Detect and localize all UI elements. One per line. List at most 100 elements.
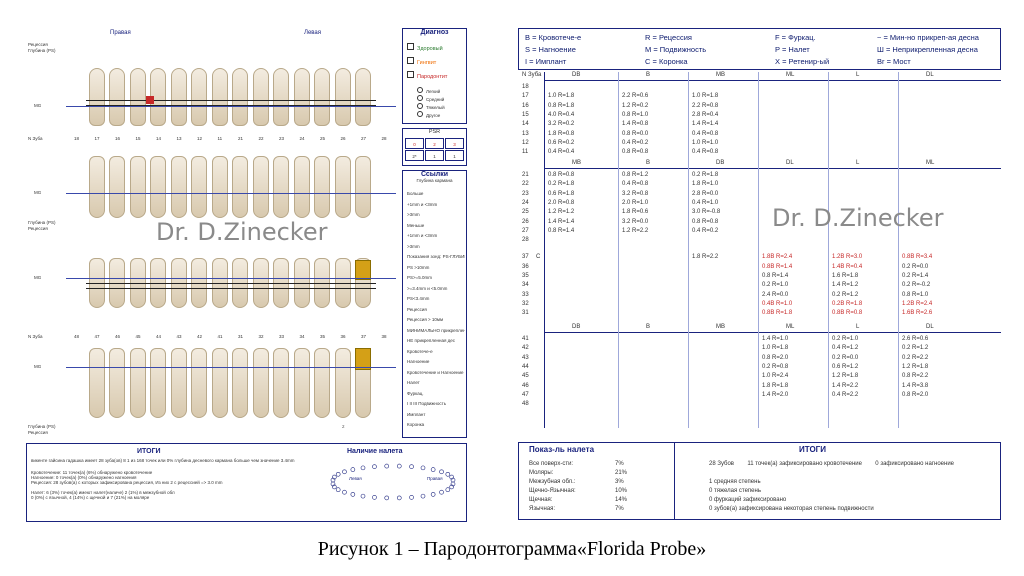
arch-tooth-dot: [384, 463, 390, 469]
depth-label-3: Глубина (PS): [28, 424, 56, 429]
column-header: B: [646, 72, 651, 78]
column-header: MB: [716, 324, 725, 330]
periodontogram-chart: Правая Левая Рецессия Глубина (PS) MG N …: [26, 28, 467, 522]
arch-tooth-dot: [430, 492, 436, 497]
measurement-cell: 0.8 R=0.8: [692, 218, 719, 225]
row-tooth-number: 16: [522, 102, 529, 109]
upper-tooth-buccal: [252, 68, 269, 126]
tooth-number: 32: [258, 334, 264, 339]
tooth-number: 36: [340, 334, 346, 339]
radio-icon: [417, 111, 423, 117]
link-item: НЕ прикрепленная дес: [407, 338, 456, 343]
tooth-number: 43: [176, 334, 182, 339]
upper-tooth-palatal: [109, 156, 125, 218]
measurement-cell: 2.0 R=1.0: [622, 199, 649, 206]
legend-entry: C = Коронка: [645, 57, 688, 66]
measurement-cell: 0.8 R=2.2: [902, 373, 929, 380]
crown-marker: [355, 260, 371, 280]
arch-tooth-dot: [449, 474, 454, 480]
measurement-cell: 1.4 R=3.8: [902, 382, 929, 389]
arch-tooth-dot: [396, 463, 402, 469]
column-header: DB: [572, 72, 581, 78]
plaque-row-label: Щечная:: [529, 497, 553, 503]
arch-tooth-dot: [445, 472, 451, 477]
upper-tooth-buccal: [191, 68, 207, 126]
arch-tooth-dot: [332, 484, 337, 490]
column-header: DL: [926, 72, 934, 78]
row-tooth-number: 34: [522, 282, 529, 289]
column-rule: [758, 72, 759, 428]
mg-label-2: MG: [34, 190, 42, 195]
row-tooth-number: 14: [522, 121, 529, 128]
measurement-cell: 0.8 R=1.4: [548, 227, 575, 234]
tooth-number: 25: [320, 136, 326, 141]
column-header: ML: [786, 72, 795, 78]
plaque-row-value: 14%: [615, 497, 628, 503]
legend-entry: X = Ретенир-ый: [775, 57, 830, 66]
row-tooth-number: 17: [522, 93, 529, 100]
plaque-row-label: Щечно-Язычная:: [529, 488, 576, 494]
summary-line: викенте гайсина гадашка имеет 28 зуба(ов…: [31, 458, 295, 463]
severity-label: Тяжелый: [426, 105, 445, 110]
arch-tooth-dot: [330, 481, 336, 487]
tooth-number: 46: [115, 334, 121, 339]
measurement-cell: 0.6 R=0.2: [548, 139, 575, 146]
measurement-cell: 0.2 R=1.2: [832, 291, 859, 298]
psr-cell: 0: [405, 138, 424, 149]
diagnosis-option: Пародонтит: [407, 71, 447, 80]
diagnosis-option: Гингвит: [407, 57, 436, 66]
upper-tooth-buccal: [170, 68, 187, 126]
measurement-cell: 0.8 R=1.2: [622, 172, 649, 178]
row-tooth-number: 31: [522, 310, 529, 317]
plaque-index-title: Показ-ль налета: [529, 445, 595, 454]
column-rule: [828, 72, 829, 428]
tooth-col-label: N Зуба: [522, 72, 542, 78]
measurement-cell: 0.2 R=0.8: [762, 363, 789, 370]
legend-entry: F = Фуркац.: [775, 33, 816, 42]
measurement-cell: 1.2B R=3.0: [832, 254, 863, 261]
measurement-cell: 2.4 R=0.0: [762, 291, 789, 298]
tooth-number: 37: [361, 334, 367, 339]
measurement-cell: 0.4 R=0.8: [692, 130, 719, 137]
upper-tooth-palatal: [170, 156, 187, 218]
tooth-number: 23: [279, 136, 285, 141]
tooth-number: 45: [135, 334, 141, 339]
tooth-number: 17: [94, 136, 100, 141]
arch-tooth-dot: [332, 474, 337, 480]
column-rule: [688, 72, 689, 428]
lower-tooth-buccal: [232, 348, 248, 418]
summary-line: Кровотечение: 11 точек(а) (6%) обнаружен…: [31, 470, 153, 475]
mg-label-3: MG: [34, 275, 42, 280]
psr-cell: 1: [445, 150, 464, 161]
column-header: L: [856, 72, 860, 78]
row-tooth-number: 18: [522, 84, 529, 90]
link-item: >=3.4mm и <5.0mm: [407, 285, 448, 291]
arch-tooth-dot: [396, 495, 402, 501]
upper-tooth-palatal: [314, 156, 330, 218]
row-tooth-number: 43: [522, 354, 529, 361]
summary-line: Рецессия: 28 зубов(а) с которых зафиксир…: [31, 480, 223, 485]
lower-tooth-buccal: [150, 348, 166, 418]
left-side-label: Левая: [304, 30, 321, 36]
legend-entry: S = Нагноение: [525, 45, 576, 54]
measurement-cell: 2.8 R=0.0: [692, 190, 719, 197]
probing-line: [86, 100, 376, 106]
plaque-row-value: 3%: [615, 479, 624, 485]
legend-entry: I = Имплант: [525, 57, 567, 66]
lower-tooth-buccal: [252, 348, 269, 418]
tooth-number-label-2: N Зуба: [28, 334, 43, 339]
measurement-cell: 1.8 R=1.8: [762, 382, 789, 389]
row-tooth-number: 36: [522, 263, 529, 270]
row-tooth-number: 12: [522, 139, 529, 146]
tooth-number-label: N Зуба: [28, 136, 43, 141]
upper-tooth-palatal: [273, 156, 289, 218]
measurement-cell: 1.0 R=1.8: [762, 345, 789, 352]
diagnosis-label: Здоровый: [417, 46, 443, 52]
mg-label-4: MG: [34, 364, 42, 369]
measurement-cell: 0.2 R=1.8: [692, 172, 719, 178]
link-item: Показания зонд: PS-ГЛУБИНА: [407, 254, 465, 259]
row-tooth-number: 26: [522, 218, 529, 225]
measurement-cell: 0.4 R=0.8: [692, 149, 719, 156]
plaque-row-label: Межзубная обл.:: [529, 479, 576, 485]
